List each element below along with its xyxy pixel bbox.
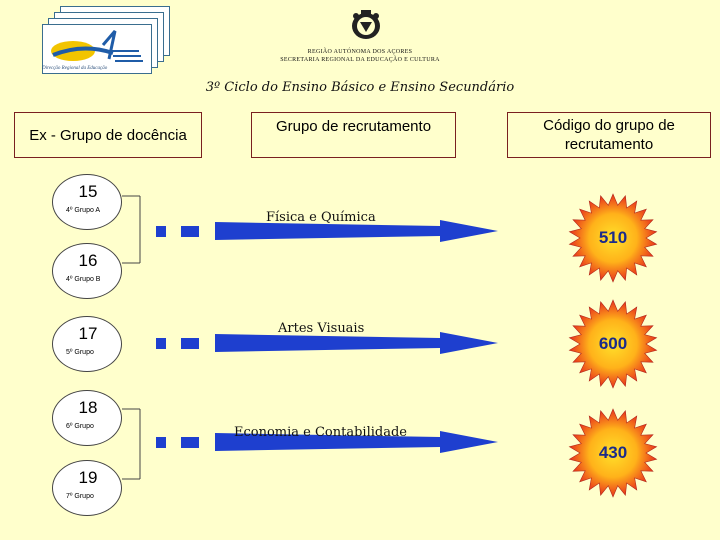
coat-of-arms-icon: [346, 8, 386, 42]
starburst-badge-600: [568, 299, 658, 389]
former-group-circle-16: 16 4º Grupo B: [52, 243, 122, 299]
column-header-recruitment-group: Grupo de recrutamento: [251, 112, 456, 158]
arrow-fisica-quimica: [156, 220, 498, 242]
recruitment-code-510: 510: [598, 228, 628, 247]
former-group-label: 5º Grupo: [66, 349, 94, 356]
recruitment-group-name: Artes Visuais: [278, 321, 365, 336]
column-header-recruitment-group-text: Grupo de recrutamento: [275, 118, 432, 135]
recruitment-group-name: Economia e Contabilidade: [234, 425, 407, 440]
former-group-number: 19: [78, 468, 98, 487]
former-group-number: 17: [78, 324, 98, 343]
regional-education-logo: Direcção Regional da Educação: [38, 6, 170, 76]
former-group-circle-18: 18 6º Grupo: [52, 390, 122, 446]
former-group-number: 15: [78, 182, 98, 201]
column-header-recruitment-code-text: Código do grupo de recrutamento: [543, 117, 675, 153]
former-group-label: 6º Grupo: [66, 423, 94, 430]
former-group-label: 4º Grupo B: [66, 276, 101, 283]
arrow-artes-visuais: [156, 332, 498, 354]
former-group-circle-19: 19 7º Grupo: [52, 460, 122, 516]
page-subtitle: 3º Ciclo do Ensino Básico e Ensino Secun…: [205, 80, 515, 95]
former-group-label: 4º Grupo A: [66, 207, 101, 214]
arrow-economia-contabilidade: [156, 431, 498, 453]
recruitment-group-name: Física e Química: [266, 210, 376, 225]
former-group-circle-17: 17 5º Grupo: [52, 316, 122, 372]
bracket-lines: [122, 195, 141, 480]
logo-caption: Direcção Regional da Educação: [42, 66, 108, 71]
former-group-number: 16: [78, 251, 98, 270]
former-group-number: 18: [78, 398, 98, 417]
former-group-label: 7º Grupo: [66, 493, 94, 500]
recruitment-code-600: 600: [598, 334, 628, 353]
column-header-former-group-text: Ex - Grupo de docência: [29, 126, 187, 144]
region-header: REGIÃO AUTÓNOMA DOS AÇORES SECRETARIA RE…: [250, 48, 470, 64]
former-group-circle-15: 15 4º Grupo A: [52, 174, 122, 230]
starburst-badge-510: [568, 193, 658, 283]
region-line-2: SECRETARIA REGIONAL DA EDUCAÇÃO E CULTUR…: [280, 57, 440, 63]
column-header-former-group: Ex - Grupo de docência: [14, 112, 202, 158]
column-header-recruitment-code: Código do grupo de recrutamento: [507, 112, 711, 158]
region-line-1: REGIÃO AUTÓNOMA DOS AÇORES: [307, 49, 413, 55]
starburst-badge-430: [568, 408, 658, 498]
recruitment-code-430: 430: [598, 443, 628, 462]
